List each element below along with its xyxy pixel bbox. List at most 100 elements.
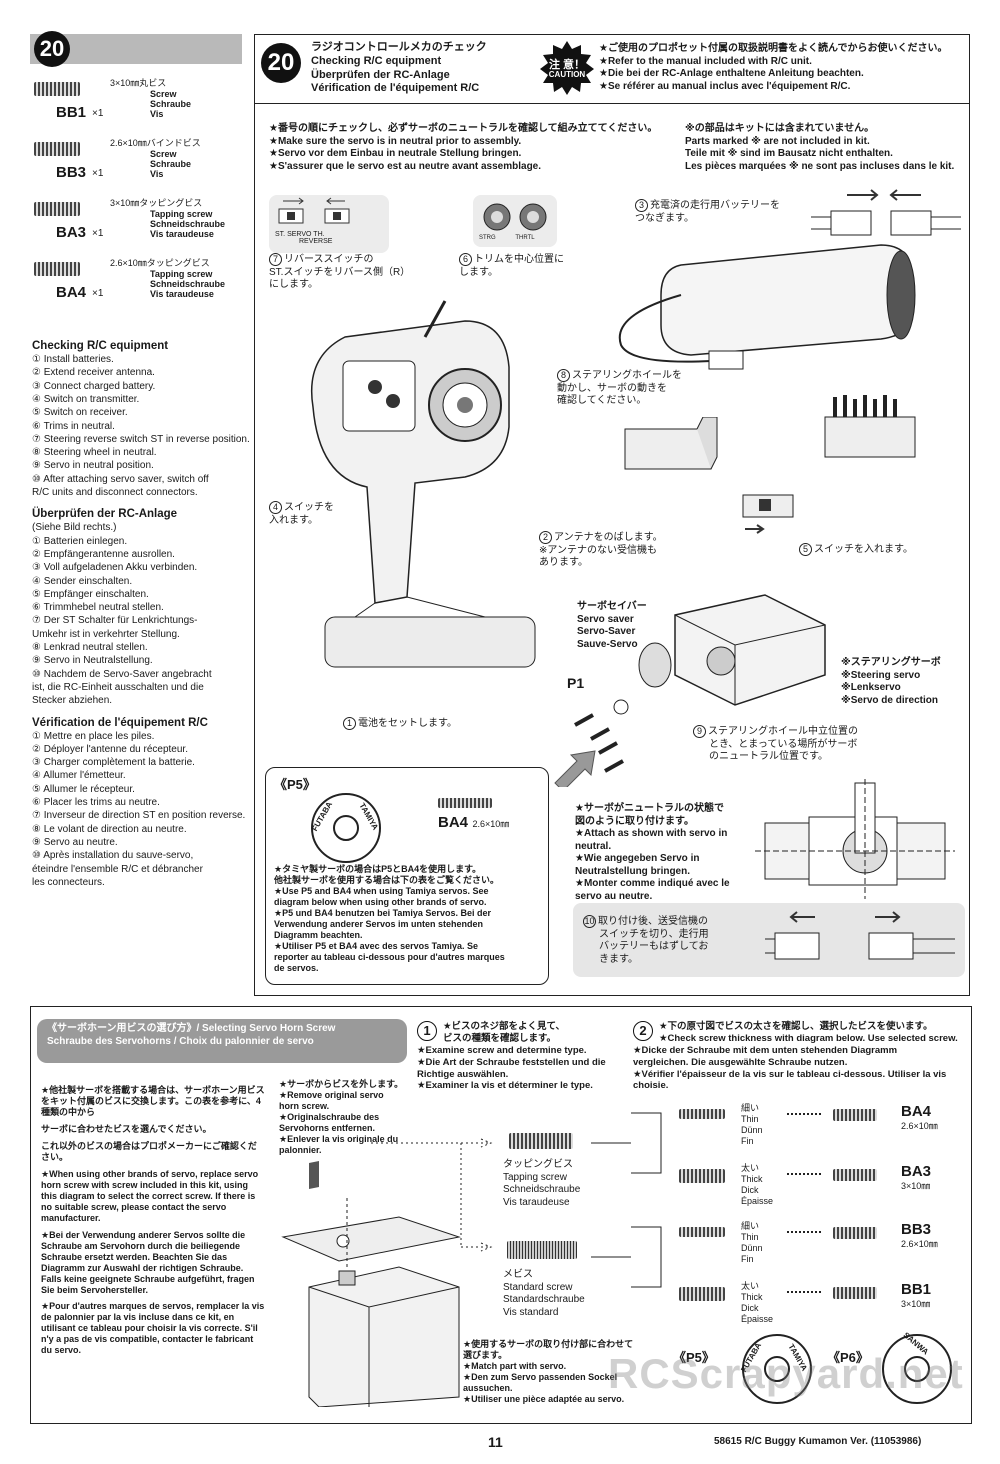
- text-line: ※の部品はキットには含まれていません。: [685, 123, 875, 134]
- text-line: ★When using other brands of servo, repla…: [41, 1168, 259, 1223]
- switch-unit-illustration: [742, 494, 794, 534]
- text-line: choisie.: [633, 1080, 669, 1092]
- text-line: ★サーボがニュートラルの状態で: [575, 803, 724, 814]
- tapping-screw-icon: [509, 1133, 573, 1149]
- text-line: ★Examiner la vis et déterminer le type.: [417, 1080, 593, 1092]
- part-qty: ×1: [92, 168, 104, 179]
- thickness-label: Thick: [741, 1174, 763, 1184]
- text-line: ★Utiliser une pièce adaptée au servo.: [463, 1393, 625, 1404]
- part-size: 3×10㎜丸ビス: [110, 78, 167, 88]
- trim-knobs-illustration: STRG THRTL: [473, 195, 557, 247]
- servo-illustration: [638, 594, 826, 706]
- reverse-switch-illustration: ST. SERVO TH. REVERSE: [269, 195, 389, 253]
- p6-label-bottom: 《P6》: [827, 1350, 869, 1365]
- part-qty: ×1: [92, 228, 104, 239]
- text-line: ★Make sure the servo is in neutral prior…: [269, 135, 522, 147]
- thickness-label: Dick: [741, 1185, 759, 1195]
- checklist-line: ③ Connect charged battery.: [32, 380, 156, 392]
- text-line: ★使用するサーボの取り付け部に合わせて: [463, 1339, 634, 1349]
- text-line: ★Attach as shown with servo in: [575, 828, 728, 839]
- part-name: Vis taraudeuse: [150, 229, 214, 239]
- standard-screw-icon: [507, 1241, 577, 1259]
- p5-label-bottom: 《P5》: [673, 1350, 715, 1365]
- thickness-label: 細い: [741, 1103, 760, 1113]
- checklist-line: ⑨ Servo in neutral position.: [32, 460, 154, 472]
- part-name: Screw: [150, 89, 177, 99]
- step-number-badge: 20: [34, 31, 70, 67]
- text-line: ★ご使用のプロポセット付属の取扱説明書をよく読んでからお使いください。: [599, 43, 948, 54]
- checklist-title: Vérification de l'équipement R/C: [32, 716, 208, 729]
- checklist-line: ④ Allumer l'émetteur.: [32, 770, 126, 782]
- text-line: ★Remove original servo: [279, 1089, 384, 1100]
- flow-lines: [371, 1112, 662, 1288]
- servo-horn-removal-illustration: [281, 1161, 461, 1407]
- text-line: servo au neutre.: [575, 890, 653, 902]
- text-line: de servos.: [274, 962, 319, 973]
- checklist-line: ⑦ Inverseur de direction ST en position …: [32, 810, 246, 822]
- receiver-illustration: [624, 417, 718, 470]
- text-line: ★Enlever la vis originale du: [279, 1133, 399, 1144]
- checklist-line: ⑩ Après installation du sauve-servo,: [32, 850, 194, 862]
- assembly-note: ★番号の順にチェックし、必ずサーボのニュートラルを確認して組み立ててください。★…: [269, 123, 689, 173]
- text-line: ★Refer to the manual included with R/C u…: [599, 55, 812, 67]
- checklist-line: ⑤ Empfänger einschalten.: [32, 588, 149, 600]
- text-line: ★ビスのネジ部をよく見て、: [443, 1021, 566, 1032]
- thickness-screw-icon: [679, 1227, 725, 1237]
- step-1-instructions: 1 ★ビスのネジ部をよく見て、ビスの種類を確認します。★Examine scre…: [417, 1021, 657, 1092]
- part-name: Schneidschraube: [150, 279, 226, 289]
- text-line: ★タミヤ製サーボの場合はP5とBA4を使用します。: [274, 864, 482, 874]
- watermark: RCScrapyard.net: [608, 1350, 964, 1397]
- checklist-line: ⑧ Steering wheel in neutral.: [32, 447, 157, 459]
- connector-arrows-top: [811, 189, 961, 236]
- caution-jp: 注 意！: [548, 59, 586, 71]
- text-line: ★Monter comme indiqué avec le: [575, 878, 730, 889]
- thickness-label: 太い: [741, 1163, 760, 1173]
- checklist-line: ④ Sender einschalten.: [32, 575, 133, 587]
- battery-pack-illustration: [618, 244, 916, 370]
- ba4-screw-icon: [438, 798, 492, 808]
- trim-label-thrtl: THRTL: [515, 235, 535, 241]
- bottom-panel: 《サーボホーン用ビスの選び方》/ Selecting Servo Horn Sc…: [30, 1006, 972, 1424]
- transmitter-illustration: [310, 300, 536, 668]
- screw-icon: [34, 82, 80, 96]
- servo-horn-p5-icon: [311, 793, 381, 863]
- switch-labels: ST. SERVO TH. REVERSE: [275, 231, 333, 245]
- text-line: ★Pour d'autres marques de servos, rempla…: [41, 1301, 265, 1356]
- selected-screw-icon: [833, 1287, 877, 1299]
- text-line: ★Use P5 and BA4 when using Tamiya servos…: [274, 885, 489, 896]
- thickness-label: 細い: [741, 1221, 760, 1231]
- checklist-line: ③ Voll aufgeladenen Akku verbinden.: [32, 562, 198, 574]
- checklist-line: ⑩ After attaching servo saver, switch of…: [32, 473, 209, 485]
- screw-icon: [34, 202, 80, 216]
- part-name: Tapping screw: [150, 269, 213, 279]
- steering-servo-label: ※ステアリングサーボ※Steering servo※Lenkservo※Serv…: [841, 657, 941, 706]
- text-line: vergleichen. Die ausgewählte Schraube nu…: [633, 1056, 848, 1068]
- servo-horn-p5-bottom-icon: [742, 1334, 812, 1404]
- thickness-label: Thin: [741, 1232, 759, 1242]
- selected-screw-icon: [833, 1169, 877, 1181]
- text-line: ★下の原寸図でビスの太さを確認し、選択したビスを使います。: [659, 1021, 933, 1032]
- part-name: Schneidschraube: [150, 219, 226, 229]
- part-size: 2.6×10㎜バインドビス: [110, 138, 201, 148]
- checklist-line: ⑤ Allumer le récepteur.: [32, 783, 135, 795]
- text-line: Neutralstellung bringen.: [575, 865, 691, 877]
- match-servo-note: ★使用するサーボの取り付け部に合わせて選びます。★Match part with…: [463, 1339, 693, 1405]
- thickness-label: Thin: [741, 1114, 759, 1124]
- screw-code: BA4: [901, 1103, 932, 1120]
- screw-code: BB1: [901, 1281, 932, 1298]
- caution-en: CAUTION: [548, 70, 586, 79]
- text-line: ビスの種類を確認します。: [443, 1032, 557, 1044]
- part-size: 2.6×10㎜タッピングビス: [110, 258, 210, 268]
- part-qty: ×1: [92, 288, 104, 299]
- part-code: BB3: [56, 164, 87, 181]
